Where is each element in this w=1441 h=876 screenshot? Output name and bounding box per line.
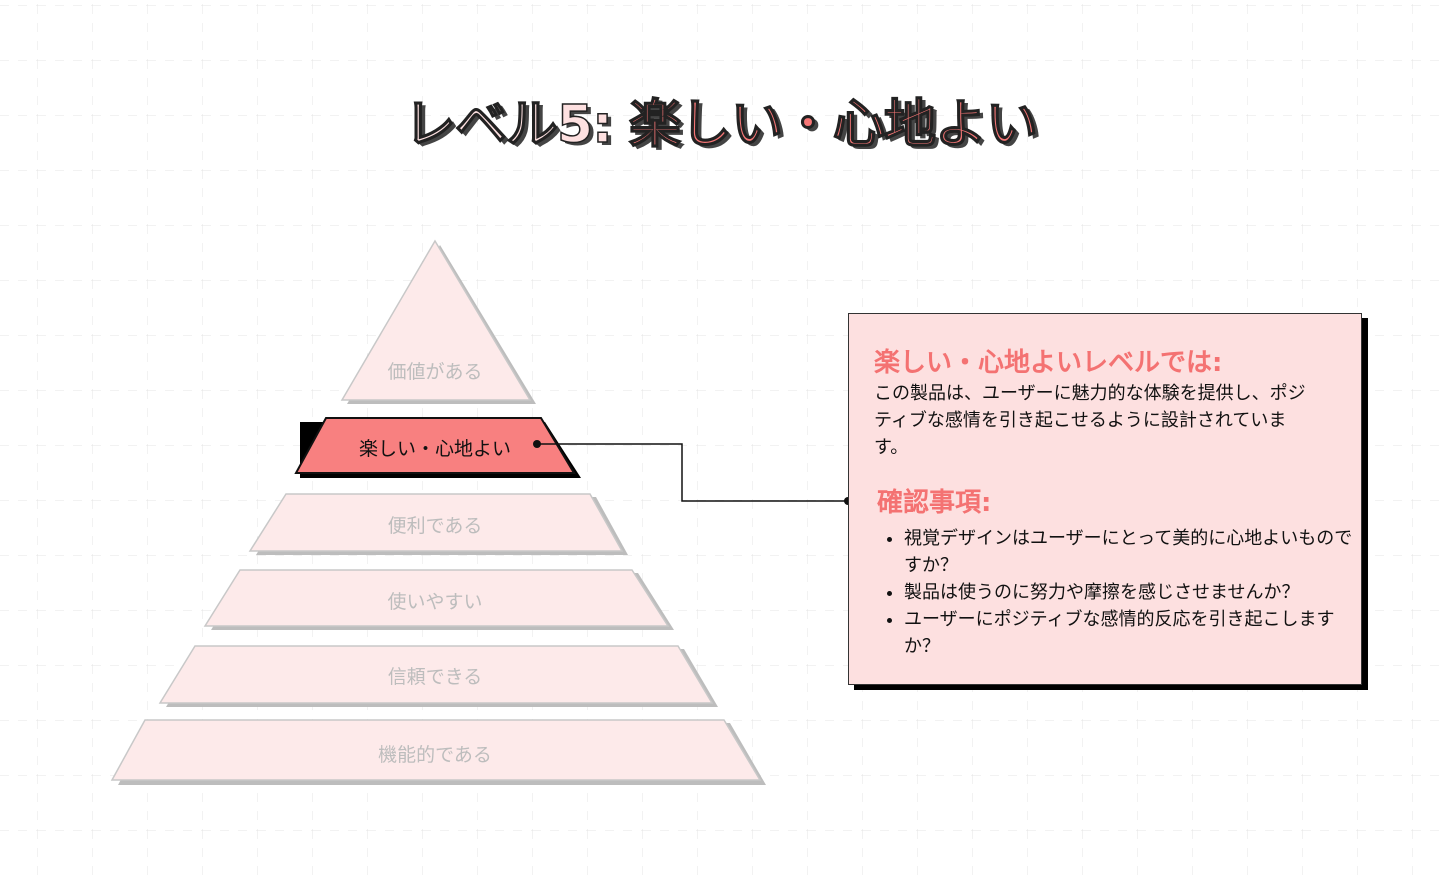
checklist-heading: 確認事項:: [877, 488, 992, 518]
title-main: 楽しい・心地よい: [628, 94, 1039, 156]
level-label: 便利である: [387, 515, 483, 537]
checklist: 視覚デザインはユーザーにとって美的に心地よいものですか？ 製品は使うのに努力や摩…: [879, 525, 1364, 660]
level-label: 信頼できる: [387, 666, 483, 688]
level-label: 使いやすい: [387, 591, 483, 613]
connector-dot-start: [533, 440, 541, 448]
pyramid-level-reliable[interactable]: [158, 645, 714, 704]
title-prefix: レベル5:: [403, 94, 613, 156]
level-label: 機能的である: [378, 744, 492, 766]
checklist-item: ユーザーにポジティブな感情的反応を引き起こしますか？: [904, 606, 1364, 660]
page-title: レベル5: 楽しい・心地よい: [0, 82, 1441, 157]
checklist-item: 視覚デザインはユーザーにとって美的に心地よいものですか？: [904, 525, 1364, 579]
pyramid-level-convenient[interactable]: [248, 493, 624, 552]
level-label: 価値がある: [387, 361, 483, 383]
checklist-item: 製品は使うのに努力や摩擦を感じさせませんか？: [904, 579, 1364, 606]
level-label-active: 楽しい・心地よい: [358, 438, 511, 460]
panel-description: この製品は、ユーザーに魅力的な体験を提供し、ポジティブな感情を引き起こせるように…: [874, 383, 1306, 458]
info-panel: 楽しい・心地よいレベルでは: この製品は、ユーザーに魅力的な体験を提供し、ポジテ…: [848, 313, 1362, 685]
pyramid-level-usable[interactable]: [203, 569, 670, 627]
pyramid-level-functional[interactable]: [110, 719, 762, 781]
panel-heading: 楽しい・心地よいレベルでは:: [874, 348, 1223, 378]
pyramid-level-pleasurable[interactable]: [294, 417, 576, 474]
connector-line: [537, 443, 848, 502]
pyramid-level-valuable[interactable]: [340, 239, 532, 401]
